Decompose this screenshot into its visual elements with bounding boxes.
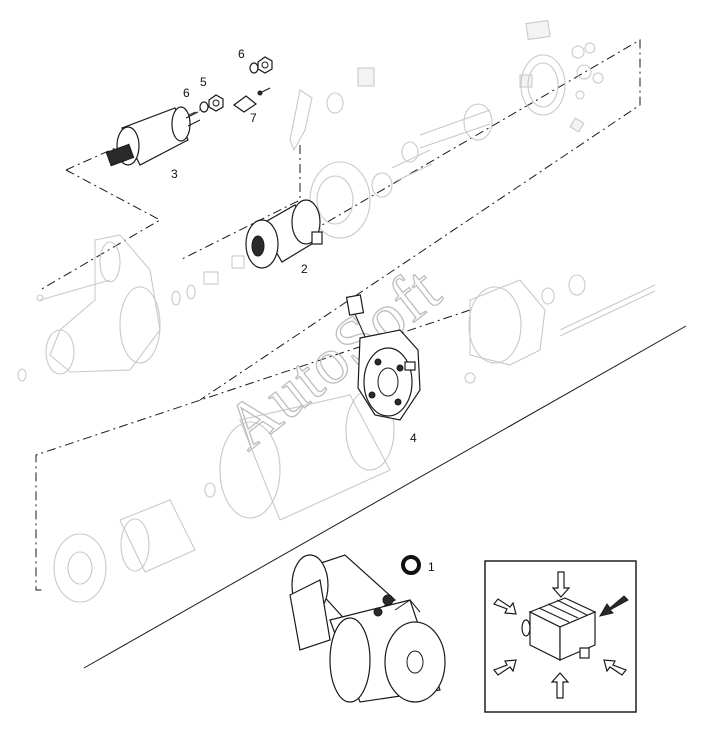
- ghost-components-left: [17, 234, 245, 382]
- solenoid-switch-part[interactable]: [105, 106, 201, 167]
- ghost-components-right: [464, 274, 656, 384]
- terminal-bracket-part[interactable]: [232, 87, 271, 113]
- orientation-inset-box: [484, 560, 637, 713]
- starter-motor-assembly-part[interactable]: [289, 554, 446, 703]
- callout-label-6-upper: 6: [238, 47, 245, 61]
- ghost-components-middle: [53, 389, 395, 603]
- callout-label-4: 4: [410, 431, 417, 445]
- lower-assembly-outline: [35, 309, 471, 591]
- brush-holder-part[interactable]: [345, 294, 421, 421]
- o-ring-part[interactable]: [401, 555, 421, 575]
- callout-label-1: 1: [428, 560, 435, 574]
- callout-label-5: 5: [200, 75, 207, 89]
- hex-nut-part[interactable]: [208, 94, 224, 112]
- drive-pinion-part[interactable]: [245, 199, 323, 269]
- inset-direction-arrows: [493, 571, 629, 699]
- washer-part-lower[interactable]: [199, 101, 209, 113]
- inset-component-block: [521, 597, 597, 661]
- callout-label-7: 7: [250, 111, 257, 125]
- separator-diagonal-line: [83, 325, 687, 669]
- callout-label-6-lower: 6: [183, 86, 190, 100]
- ghost-components-upper: [289, 19, 604, 239]
- callout-label-2: 2: [301, 262, 308, 276]
- long-axis-dashline: [199, 39, 641, 401]
- washer-part-upper[interactable]: [249, 62, 259, 74]
- callout-label-3: 3: [171, 167, 178, 181]
- upper-assembly-outline: [39, 169, 162, 291]
- hex-nut-part-upper[interactable]: [257, 56, 273, 74]
